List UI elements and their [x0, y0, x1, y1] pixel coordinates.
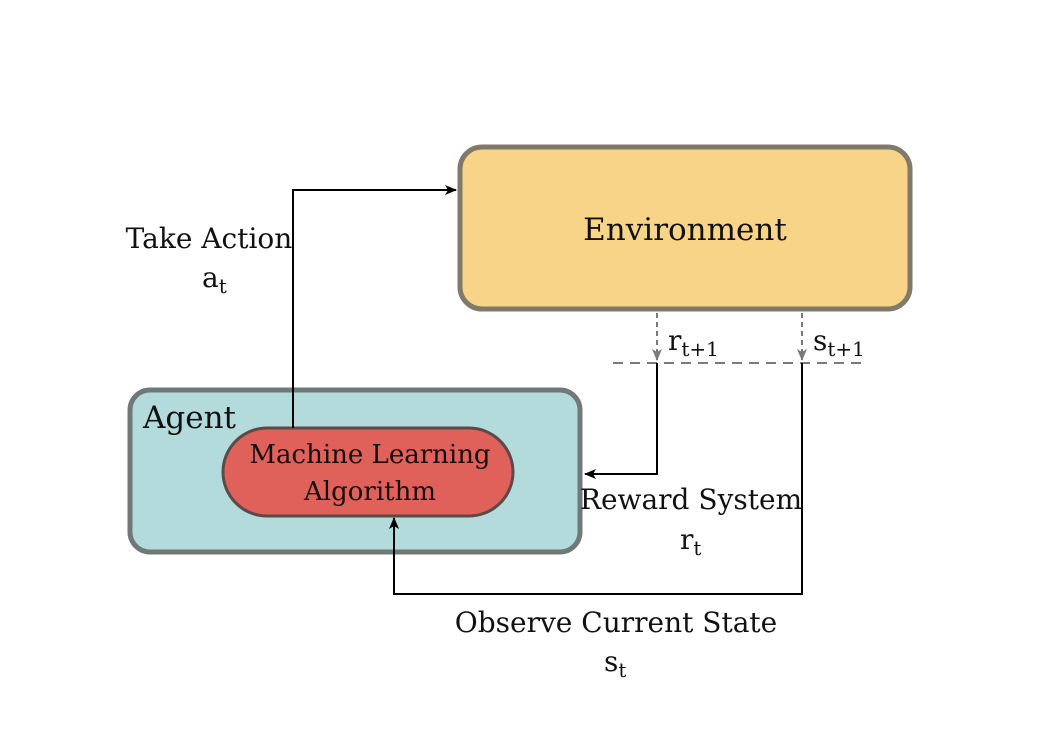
- algorithm-label-line1: Machine Learning: [249, 440, 490, 470]
- reward-next-main: r: [668, 324, 682, 357]
- observe-arrow: [389, 363, 803, 595]
- agent-label: Agent: [142, 400, 237, 436]
- observe-label: Observe Current State: [455, 606, 777, 639]
- observe-symbol-sub: t: [618, 658, 626, 682]
- state-next-main: s: [813, 324, 827, 357]
- algorithm-node: Machine Learning Algorithm: [221, 426, 515, 518]
- action-label: Take Action: [126, 222, 293, 255]
- observe-symbol: st: [604, 645, 626, 682]
- reward-label: Reward System: [580, 483, 802, 516]
- observe-symbol-main: s: [604, 645, 618, 678]
- environment-box: Environment: [457, 144, 913, 312]
- action-symbol-main: a: [202, 261, 219, 294]
- environment-label: Environment: [583, 212, 787, 248]
- action-symbol: at: [202, 261, 227, 298]
- reward-symbol-sub: t: [693, 536, 701, 560]
- state-next-symbol: st+1: [813, 324, 865, 361]
- action-symbol-sub: t: [219, 274, 227, 298]
- reward-symbol: rt: [680, 523, 701, 560]
- reward-next-sub: t+1: [681, 337, 719, 361]
- reward-arrow: [584, 363, 658, 479]
- state-next-sub: t+1: [827, 337, 865, 361]
- action-arrow: [292, 185, 457, 428]
- algorithm-label-line2: Algorithm: [303, 477, 436, 507]
- reward-next-symbol: rt+1: [668, 324, 719, 361]
- reward-symbol-main: r: [680, 523, 694, 556]
